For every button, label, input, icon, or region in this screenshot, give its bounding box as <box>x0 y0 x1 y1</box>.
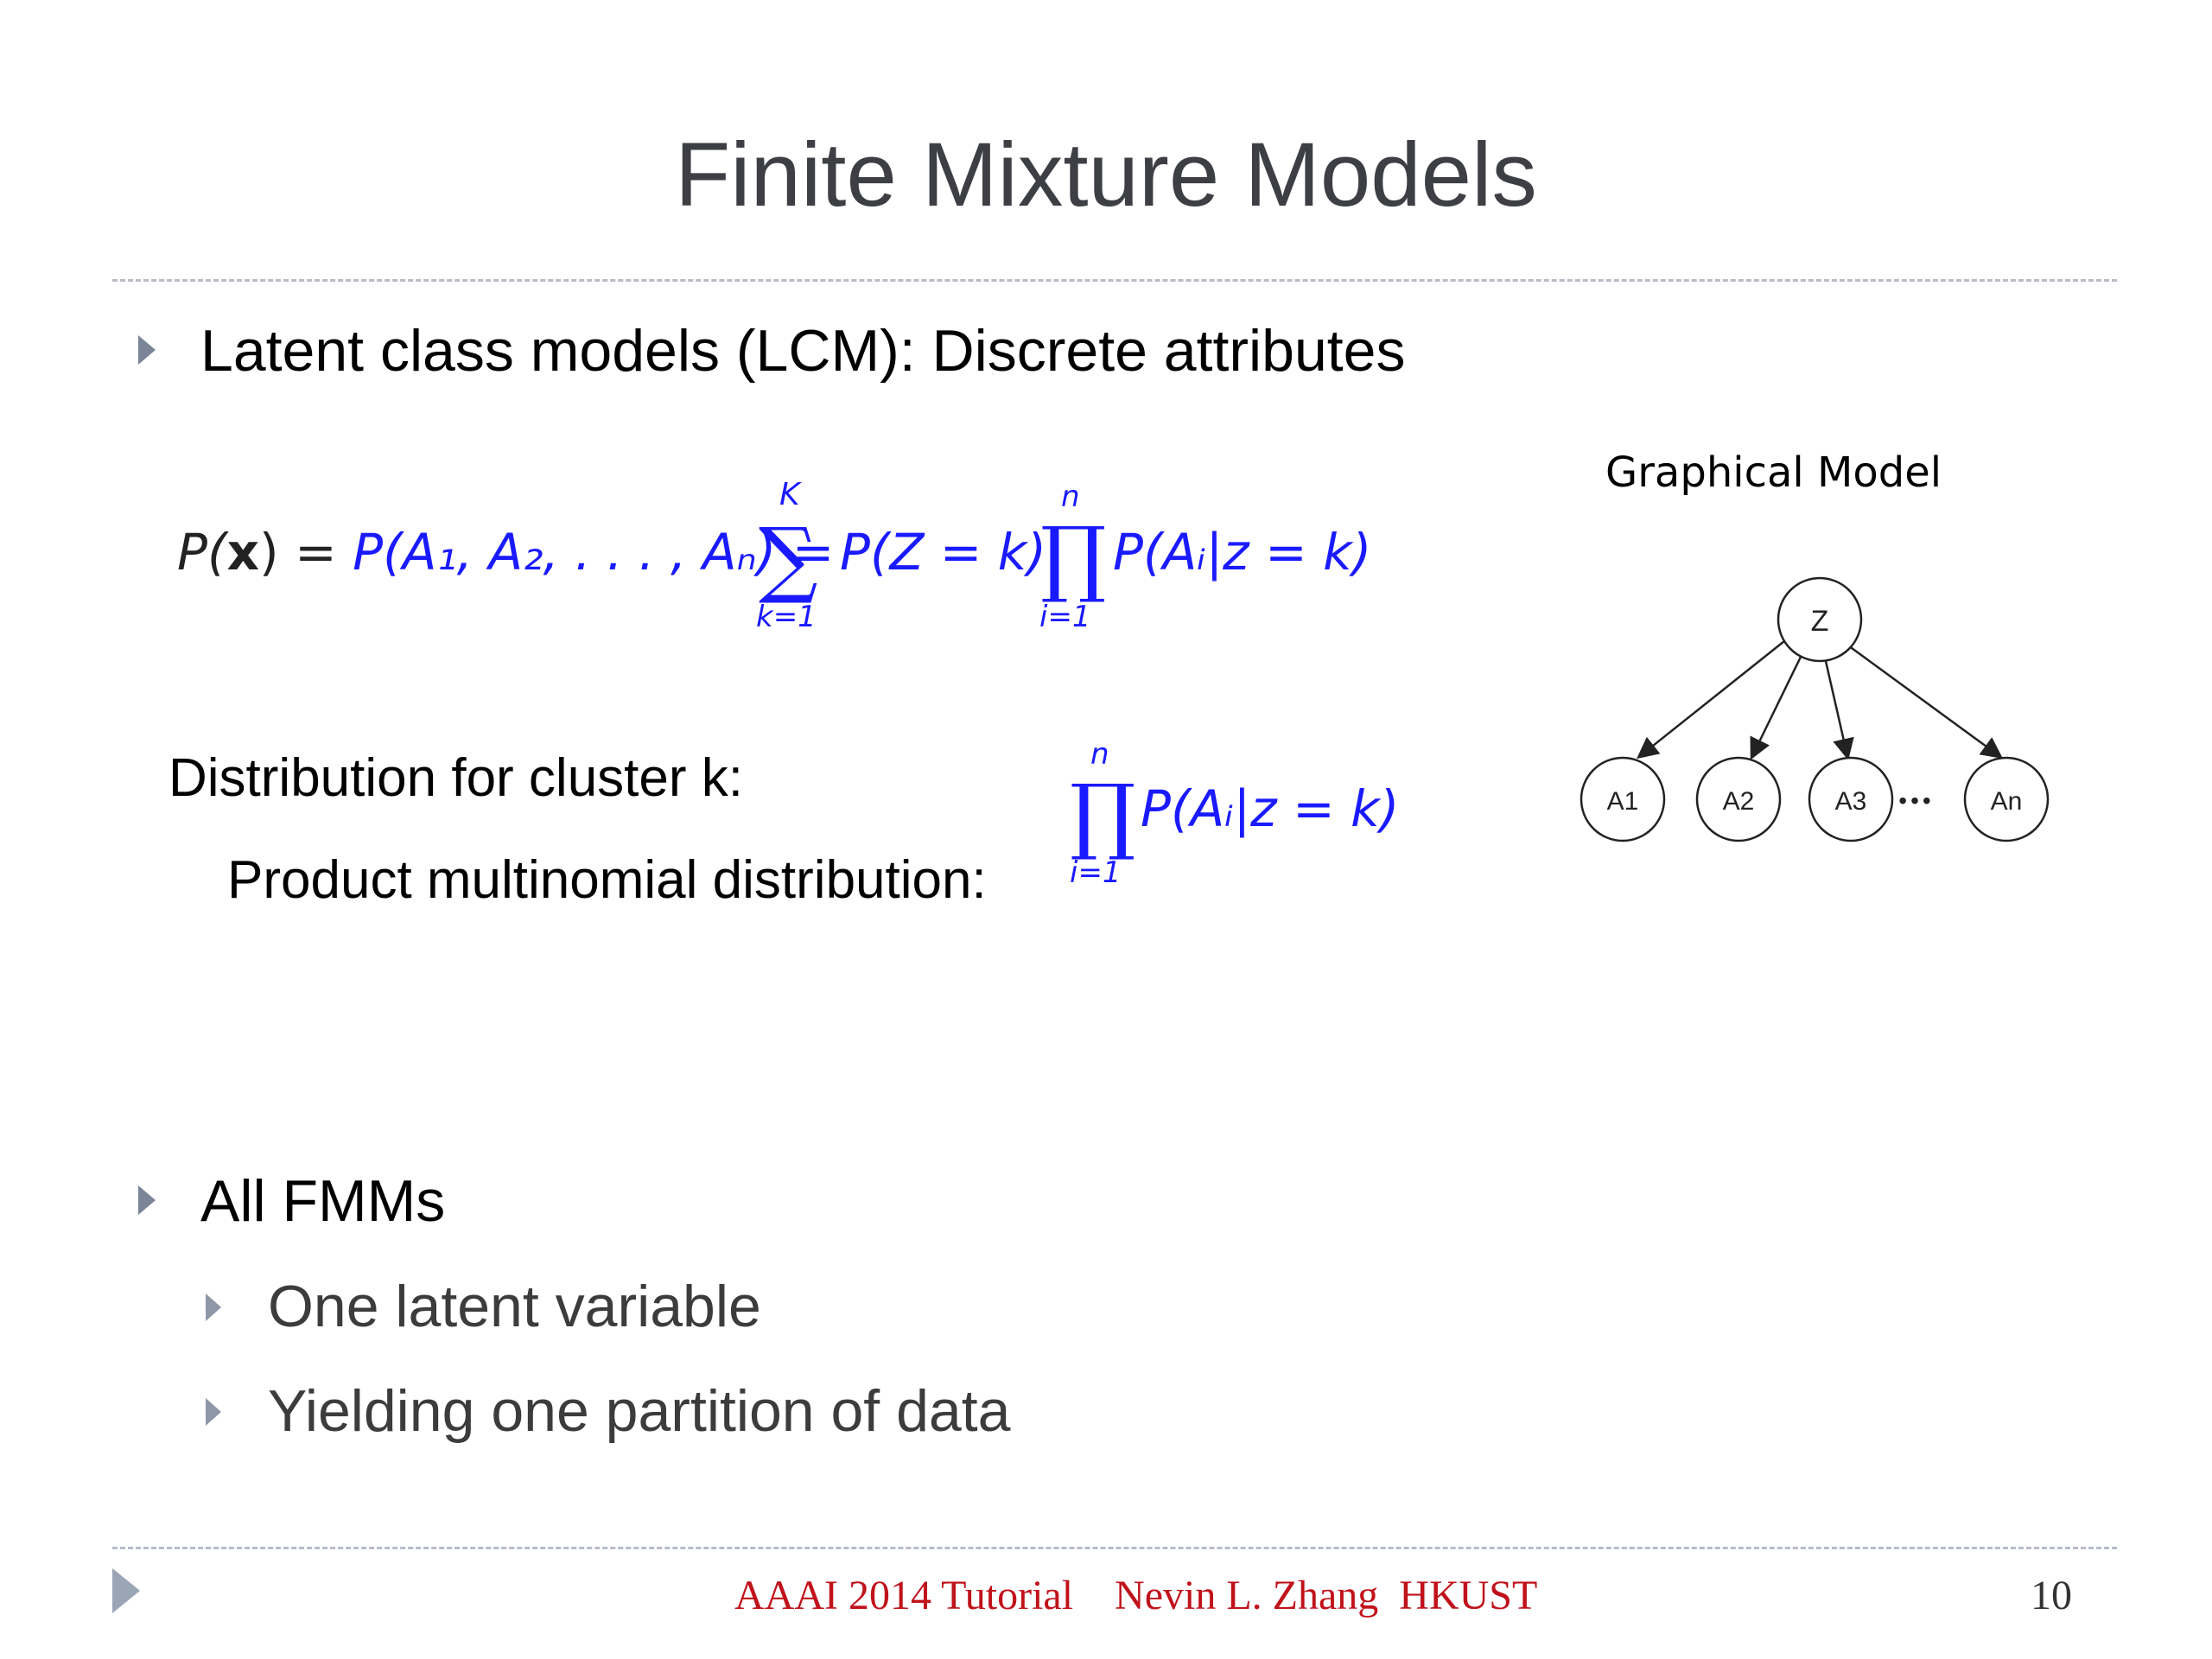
lcm-formula: P(x) = P(A₁, A₂, . . . , Aₙ) = <box>177 527 834 577</box>
bullet-marker-icon <box>138 335 156 365</box>
bottom-divider <box>112 1547 2117 1549</box>
cluster-distribution-label: Distribution for cluster k: <box>168 748 743 808</box>
sum-lower-limit: k=1 <box>756 600 817 634</box>
node-a1-label: A1 <box>1607 787 1639 816</box>
edge-z-a3 <box>1821 649 1854 760</box>
node-z-label: Z <box>1811 605 1829 638</box>
top-divider <box>112 279 2117 282</box>
bullet-lcm: Latent class models (LCM): Discrete attr… <box>200 318 1406 384</box>
node-an: An <box>1963 756 2050 842</box>
prod-upper-limit: n <box>1061 480 1080 514</box>
page-number: 10 <box>2031 1573 2072 1618</box>
node-ellipsis: ••• <box>1898 787 1934 814</box>
slide-title: Finite Mixture Models <box>675 124 1537 226</box>
product-multinomial-label: Product multinomial distribution: <box>227 850 987 910</box>
sum-upper-limit: K <box>779 477 800 512</box>
formula-joint: P(A₁, A₂, . . . , Aₙ) = <box>353 523 835 582</box>
sub-bullet-partition: Yielding one partition of data <box>268 1378 1011 1444</box>
bullet-marker-icon <box>138 1185 156 1215</box>
node-a1: A1 <box>1580 756 1666 842</box>
footer-arrow-icon <box>112 1568 140 1613</box>
node-a2-label: A2 <box>1723 787 1755 816</box>
sum-symbol: ∑ <box>759 510 818 607</box>
formula-lhs: P( <box>177 523 227 582</box>
prod-lower-limit: i=1 <box>1039 600 1091 634</box>
graphical-model-label: Graphical Model <box>1605 448 1942 497</box>
sub-bullet-latent-variable: One latent variable <box>268 1274 761 1339</box>
formula-tail: P(Aᵢ|z = k) <box>1113 523 1372 582</box>
node-z: Z <box>1777 576 1863 663</box>
node-a2: A2 <box>1695 756 1782 842</box>
sub-bullet-marker-icon <box>206 1398 221 1426</box>
formula-middle: P(Z = k) <box>840 523 1047 582</box>
cluster-prod-upper-limit: n <box>1090 737 1109 772</box>
cluster-formula-tail: P(Aᵢ|z = k) <box>1141 779 1400 838</box>
edge-z-an <box>1841 639 2004 759</box>
graphical-model-diagram: Z A1 A2 A3 ••• An <box>1580 576 2050 842</box>
node-an-label: An <box>1991 787 2023 816</box>
cluster-prod-symbol: ∏ <box>1070 766 1136 863</box>
cluster-prod-lower-limit: i=1 <box>1070 855 1122 890</box>
formula-lhs-close: ) = <box>259 523 353 582</box>
node-a3-label: A3 <box>1835 787 1867 816</box>
node-a3: A3 <box>1808 756 1894 842</box>
edge-z-a1 <box>1637 640 1785 760</box>
footer-text: AAAI 2014 Tutorial Nevin L. Zhang HKUST <box>734 1573 1538 1618</box>
formula-x: x <box>226 523 260 582</box>
sub-bullet-marker-icon <box>206 1294 221 1321</box>
prod-symbol: ∏ <box>1040 509 1107 606</box>
edge-z-a2 <box>1750 649 1806 760</box>
bullet-all-fmms: All FMMs <box>200 1168 446 1234</box>
